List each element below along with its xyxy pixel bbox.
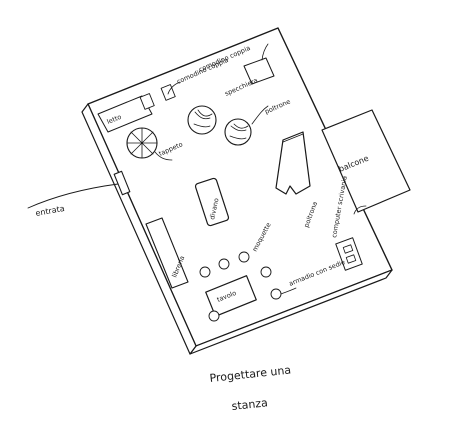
- tavolo: tavolo: [199, 251, 282, 322]
- libreria: libreria: [145, 217, 189, 289]
- balcone: balcone: [321, 109, 411, 213]
- caption-line-1: Progettare una: [209, 364, 292, 385]
- divano: divano: [194, 177, 230, 227]
- caption-line-2: stanza: [231, 396, 268, 413]
- label-entrata: entrata: [35, 204, 66, 218]
